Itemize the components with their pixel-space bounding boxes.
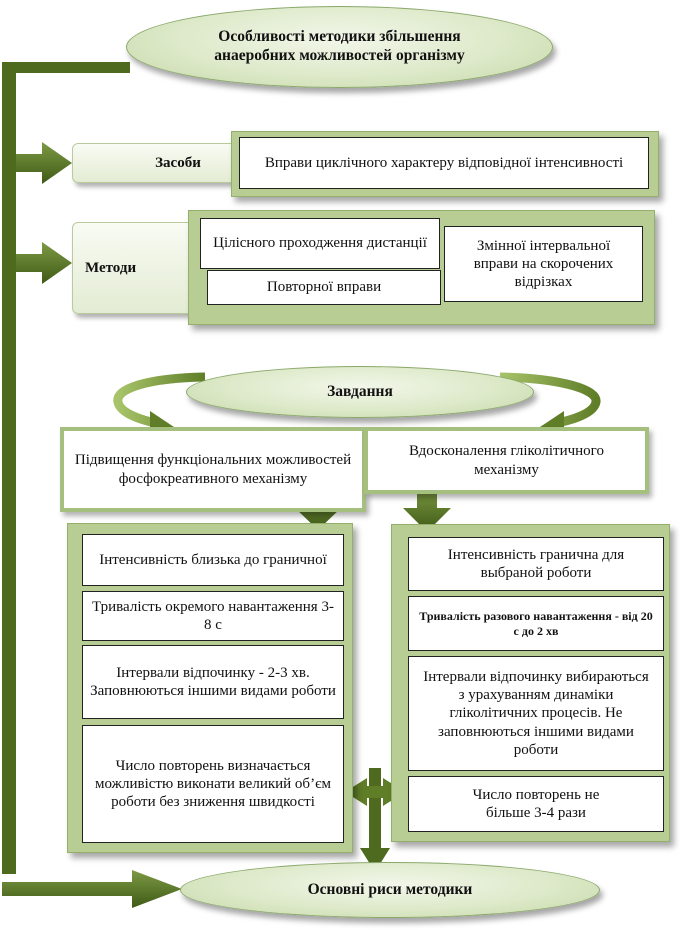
center-double-arrow [345, 778, 405, 806]
method-item-text: Повторної вправи [266, 279, 382, 296]
left-item-intensity: Інтенсивність близька до граничної [82, 534, 344, 586]
title-text: Особливості методики збільшення анаеробн… [214, 28, 465, 64]
curved-arrow-right [499, 372, 601, 429]
left-item-duration: Тривалість окремого навантаження 3-8 с [82, 591, 344, 641]
arrow-to-methods [16, 242, 72, 284]
top-bus-line [2, 62, 130, 73]
left-item-text: Тривалість окремого навантаження 3-8 с [92, 598, 334, 633]
methods-label: Методи [85, 259, 137, 276]
right-item-repetitions: Число повторень не більше 3-4 рази [408, 776, 664, 832]
methods-label-panel: Методи [72, 222, 202, 314]
method-item-interval: Змінної інтервальної вправи на скорочени… [444, 226, 643, 302]
arrow-to-means [16, 142, 72, 184]
left-item-text: Число повторень визначається можливістю … [95, 757, 331, 811]
right-item-text: Інтенсивність гранична для выбраной робо… [447, 546, 625, 581]
left-item-rest: Інтервали відпочинку - 2-3 хв. Заповнюют… [82, 645, 344, 719]
footer-text: Основні риси методики [307, 880, 473, 898]
method-item-text: Змінної інтервальної вправи на скорочени… [473, 237, 614, 291]
task-left-box: Підвищення функціональних можливостей фо… [60, 427, 366, 512]
title-ellipse: Особливості методики збільшення анаеробн… [126, 6, 553, 88]
arrow-to-footer [2, 870, 182, 908]
means-label: Засоби [155, 154, 201, 171]
footer-ellipse: Основні риси методики [180, 862, 600, 918]
means-text: Вправи циклічного характеру відповідної … [264, 154, 624, 171]
task-left-text: Підвищення функціональних можливостей фо… [74, 452, 352, 487]
tasks-ellipse: Завдання [186, 366, 534, 418]
task-right-box: Вдосконалення гліколітичного механізму [364, 427, 649, 494]
method-item-repeat: Повторної вправи [207, 270, 441, 305]
task-right-text: Вдосконалення гліколітичного механізму [409, 443, 604, 478]
tasks-label: Завдання [327, 382, 393, 400]
left-item-text: Інтервали відпочинку - 2-3 хв. Заповнюют… [90, 664, 336, 699]
left-item-text: Інтенсивність близька до граничної [99, 551, 327, 568]
method-item-text: Цілісного проходження дистанції [213, 235, 427, 252]
right-item-duration: Тривалість разового навантаження - від 2… [408, 596, 664, 651]
center-down-arrow [360, 848, 390, 872]
right-item-intensity: Інтенсивність гранична для выбраной робо… [408, 537, 664, 591]
center-down-shaft [369, 768, 381, 850]
right-item-text: Число повторень не більше 3-4 рази [472, 786, 600, 821]
means-text-box: Вправи циклічного характеру відповідної … [239, 137, 649, 189]
curved-arrow-left [113, 372, 206, 429]
left-bus-line [2, 62, 16, 874]
left-item-repetitions: Число повторень визначається можливістю … [82, 725, 344, 843]
right-item-text: Тривалість разового навантаження - від 2… [419, 608, 653, 638]
right-item-rest: Інтервали відпочинку вибираються з ураху… [408, 656, 664, 771]
method-item-whole-distance: Цілісного проходження дистанції [200, 218, 440, 269]
arrow-right-task-down [403, 486, 451, 532]
right-item-text: Інтервали відпочинку вибираються з ураху… [423, 668, 649, 758]
